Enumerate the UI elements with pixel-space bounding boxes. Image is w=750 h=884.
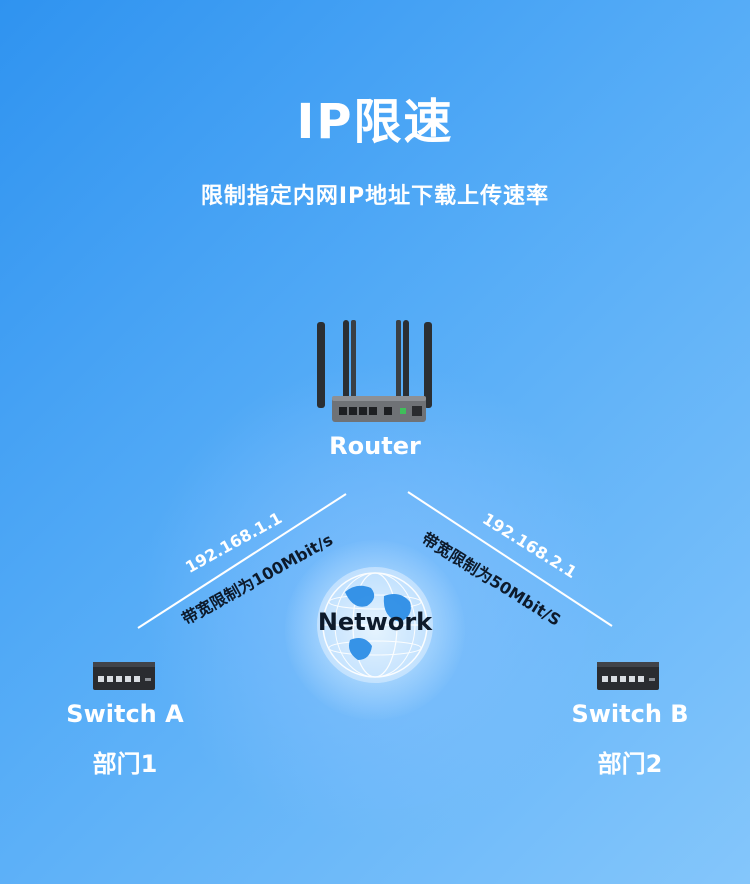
page-title: IP限速 bbox=[296, 94, 454, 150]
page-subtitle: 限制指定内网IP地址下载上传速率 bbox=[200, 184, 550, 209]
switch-b-icon bbox=[597, 662, 659, 690]
router-label: Router bbox=[329, 432, 421, 460]
switch-b-department: 部门2 bbox=[597, 750, 663, 778]
switch-b-label: Switch B bbox=[571, 700, 689, 728]
link-line-b bbox=[407, 491, 613, 627]
network-label: Network bbox=[317, 608, 433, 636]
router-icon bbox=[317, 320, 432, 422]
switch-a-icon bbox=[93, 662, 155, 690]
switch-a-department: 部门1 bbox=[92, 750, 158, 778]
globe-icon bbox=[317, 567, 433, 683]
switch-a-label: Switch A bbox=[66, 700, 184, 728]
link-line-a bbox=[137, 493, 347, 629]
